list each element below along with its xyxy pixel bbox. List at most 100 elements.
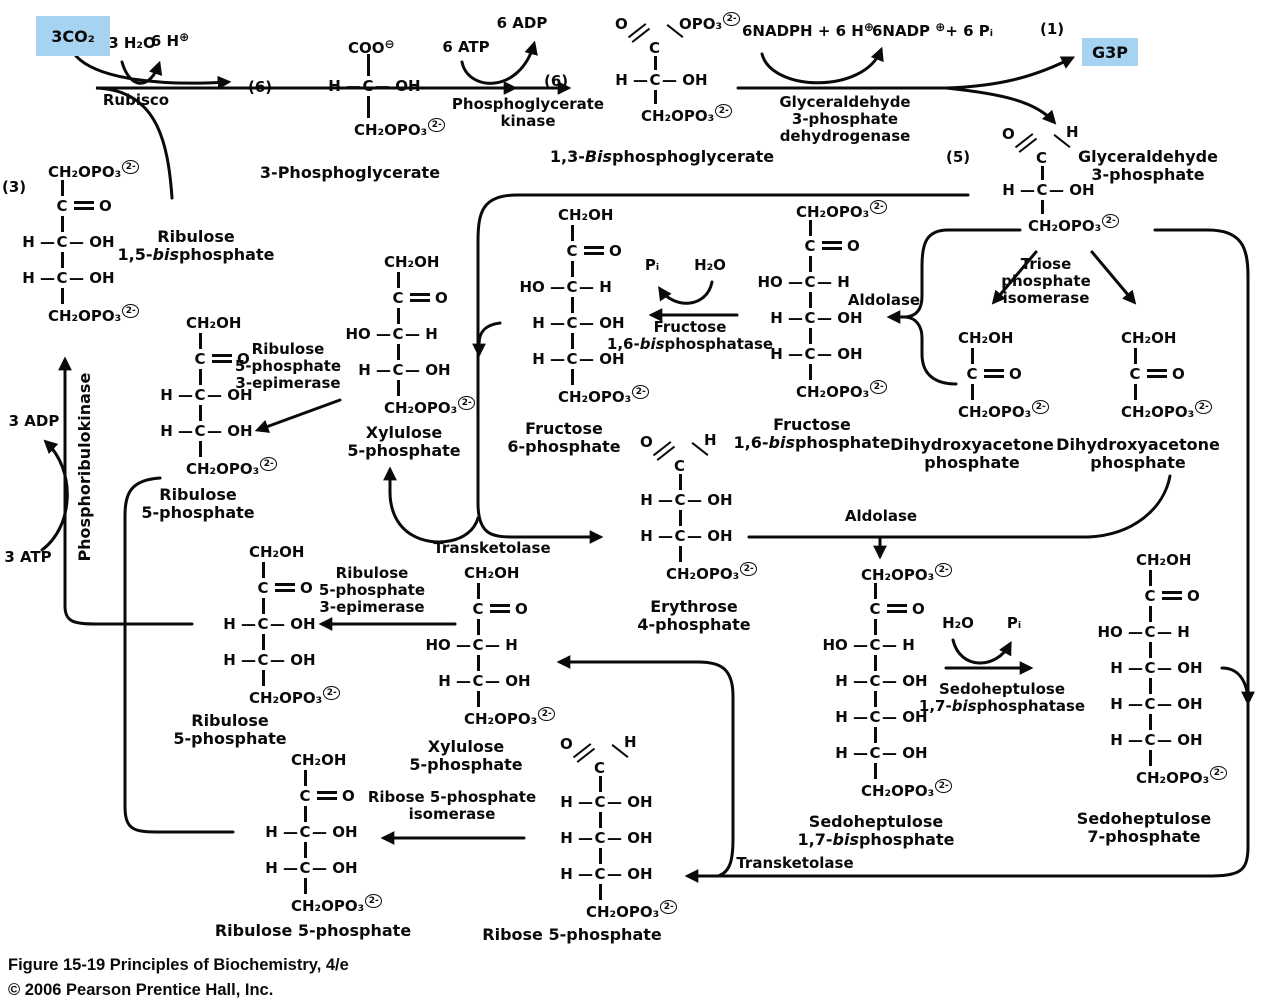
diagram-element bbox=[598, 884, 602, 900]
diagram-element bbox=[598, 776, 602, 792]
diagram-element bbox=[261, 634, 265, 650]
formula-row: CH₂OH bbox=[1121, 329, 1177, 347]
diagram-element bbox=[808, 364, 812, 380]
diagram-element bbox=[198, 333, 202, 349]
carbon-row: H —C— OH bbox=[1110, 659, 1203, 677]
carbon-row: H —C— OH bbox=[265, 823, 358, 841]
diagram-element bbox=[261, 598, 265, 614]
carbon-row: HO —C— H bbox=[757, 273, 850, 291]
copyright-caption: © 2006 Pearson Prentice Hall, Inc. bbox=[8, 981, 274, 999]
cofactor-nadp: 6NADP ⊕+ 6 Pᵢ bbox=[872, 20, 994, 40]
formula-row: CH₂OH bbox=[1136, 551, 1192, 569]
atom-O: O bbox=[1002, 125, 1015, 143]
diagram-element bbox=[1148, 750, 1152, 766]
diagram-element bbox=[303, 770, 307, 786]
carbon-row: HO —C— H bbox=[1097, 623, 1190, 641]
diagram-element bbox=[678, 546, 682, 562]
arrow-23 bbox=[951, 638, 1012, 665]
diagram-element bbox=[653, 90, 657, 104]
formula-row: CH₂OH bbox=[958, 329, 1014, 347]
arrow-2 bbox=[74, 54, 232, 90]
formula-row: COO⊖ bbox=[348, 37, 395, 57]
diagram-element bbox=[678, 474, 682, 490]
carbon-row: H —C— OH bbox=[615, 71, 708, 89]
carbon-row: H —C— OH bbox=[223, 651, 316, 669]
formula-row: CH₂OH bbox=[558, 206, 614, 224]
atom-O: O bbox=[615, 15, 628, 33]
diagram-element bbox=[1040, 200, 1044, 214]
arrow-9 bbox=[944, 86, 1057, 125]
cofactor-atp3: 3 ATP bbox=[4, 548, 52, 566]
diagram-element bbox=[198, 405, 202, 421]
diagram-element bbox=[476, 655, 480, 671]
stoichiometry-tag: (3) bbox=[2, 178, 27, 196]
cofactor-atp6: 6 ATP bbox=[442, 38, 490, 56]
carbon-row: H —C— OH bbox=[438, 672, 531, 690]
diagram-element bbox=[198, 441, 202, 457]
diagram-element bbox=[60, 252, 64, 268]
cofactor-adp6: 6 ADP bbox=[496, 14, 548, 32]
diagram-element bbox=[476, 583, 480, 599]
cofactor-pi1: Pᵢ bbox=[644, 256, 660, 274]
diagram-element bbox=[873, 583, 877, 599]
enzyme-label-rubisco: Rubisco bbox=[102, 91, 170, 109]
carbon-row: H —C— OH bbox=[560, 865, 653, 883]
arrow-12 bbox=[904, 228, 1022, 319]
cofactor-adp3: 3 ADP bbox=[8, 412, 60, 430]
stoichiometry-tag: (6) bbox=[248, 78, 273, 96]
atom-top-right: H bbox=[1066, 123, 1079, 141]
diagram-element bbox=[873, 691, 877, 707]
carbon-row: H —C— OH bbox=[22, 269, 115, 287]
diagram-element bbox=[570, 369, 574, 385]
molecule-label-rib5p: Ribose 5-phosphate bbox=[482, 925, 662, 944]
enzyme-label-ald1: Aldolase bbox=[847, 291, 921, 309]
diagram-element bbox=[1148, 642, 1152, 658]
cofactor-h2o1: 3 H₂O bbox=[108, 34, 156, 52]
cofactor-pi2: Pᵢ bbox=[1006, 614, 1022, 632]
arrow-8 bbox=[944, 56, 1076, 90]
co2-highlight: 3CO₂ bbox=[36, 16, 110, 56]
diagram-element bbox=[60, 180, 64, 196]
carbon-row: H —C— OH bbox=[835, 672, 928, 690]
g3p-highlight: G3P bbox=[1082, 38, 1138, 66]
diagram-element bbox=[570, 333, 574, 349]
carbon-row: H —C— OH bbox=[640, 491, 733, 509]
atom-C: C bbox=[1036, 149, 1048, 167]
diagram-element bbox=[653, 56, 657, 70]
arrow-1 bbox=[95, 81, 518, 200]
arrow-13 bbox=[904, 315, 958, 386]
diagram-element bbox=[60, 288, 64, 304]
arrow-5 bbox=[460, 40, 538, 85]
carbon-row: HO —C— H bbox=[519, 278, 612, 296]
stoichiometry-tag: (5) bbox=[946, 148, 971, 166]
molecule-label-bpg13: 1,3-Bisphosphoglycerate bbox=[549, 147, 775, 166]
diagram-element bbox=[598, 812, 602, 828]
arrow-10 bbox=[991, 250, 1038, 305]
diagram-element bbox=[1148, 570, 1152, 586]
arrow-30 bbox=[40, 439, 69, 552]
diagram-element bbox=[1148, 714, 1152, 730]
diagram-element bbox=[476, 691, 480, 707]
formula-row: CH₂OH bbox=[291, 751, 347, 769]
diagram-element bbox=[1133, 348, 1137, 364]
